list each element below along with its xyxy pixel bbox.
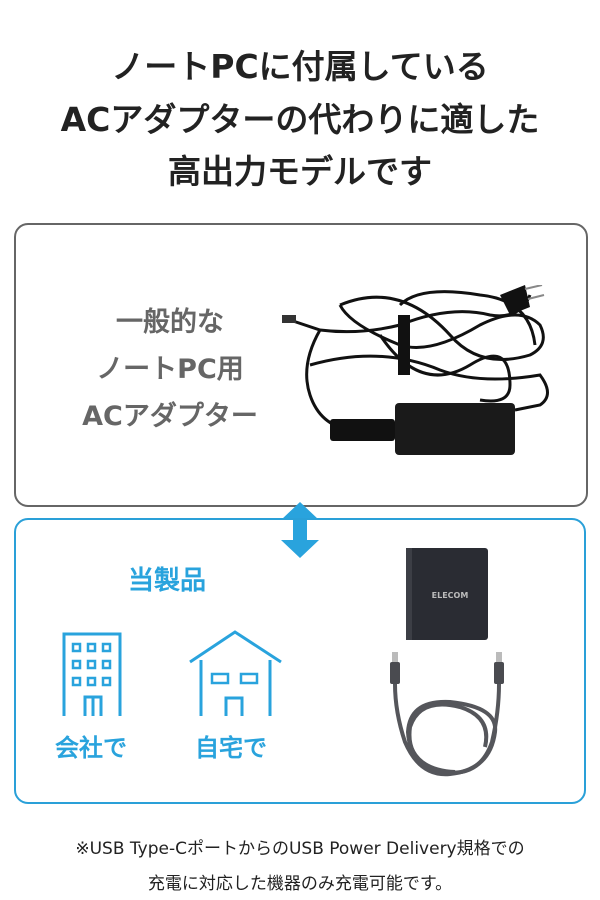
office-label: 会社で [55, 734, 127, 762]
charger-image: ELECOM [406, 548, 488, 640]
conventional-line-2: ノートPC用 [96, 354, 244, 385]
headline-line-1: ノートPCに付属している [111, 47, 489, 86]
conventional-line-3: ACアダプター [82, 401, 258, 432]
home-house-icon [189, 630, 282, 716]
headline-line-3: 高出力モデルです [168, 152, 432, 191]
conventional-line-1: 一般的な [116, 307, 224, 338]
brand-logo: ELECOM [432, 591, 469, 600]
footnote-line-1: ※USB Type-CポートからのUSB Power Delivery規格での [75, 839, 525, 859]
home-label: 自宅で [195, 734, 267, 762]
product-panel [14, 518, 586, 804]
conventional-adapter-image [282, 285, 549, 455]
swap-arrow-icon [281, 502, 319, 558]
product-label: 当製品 [128, 566, 207, 596]
office-building-icon [62, 632, 122, 716]
footnote-line-2: 充電に対応した機器のみ充電可能です。 [147, 874, 453, 894]
usb-c-cable-image [390, 652, 504, 777]
headline-line-2: ACアダプターの代わりに適した [60, 100, 540, 139]
